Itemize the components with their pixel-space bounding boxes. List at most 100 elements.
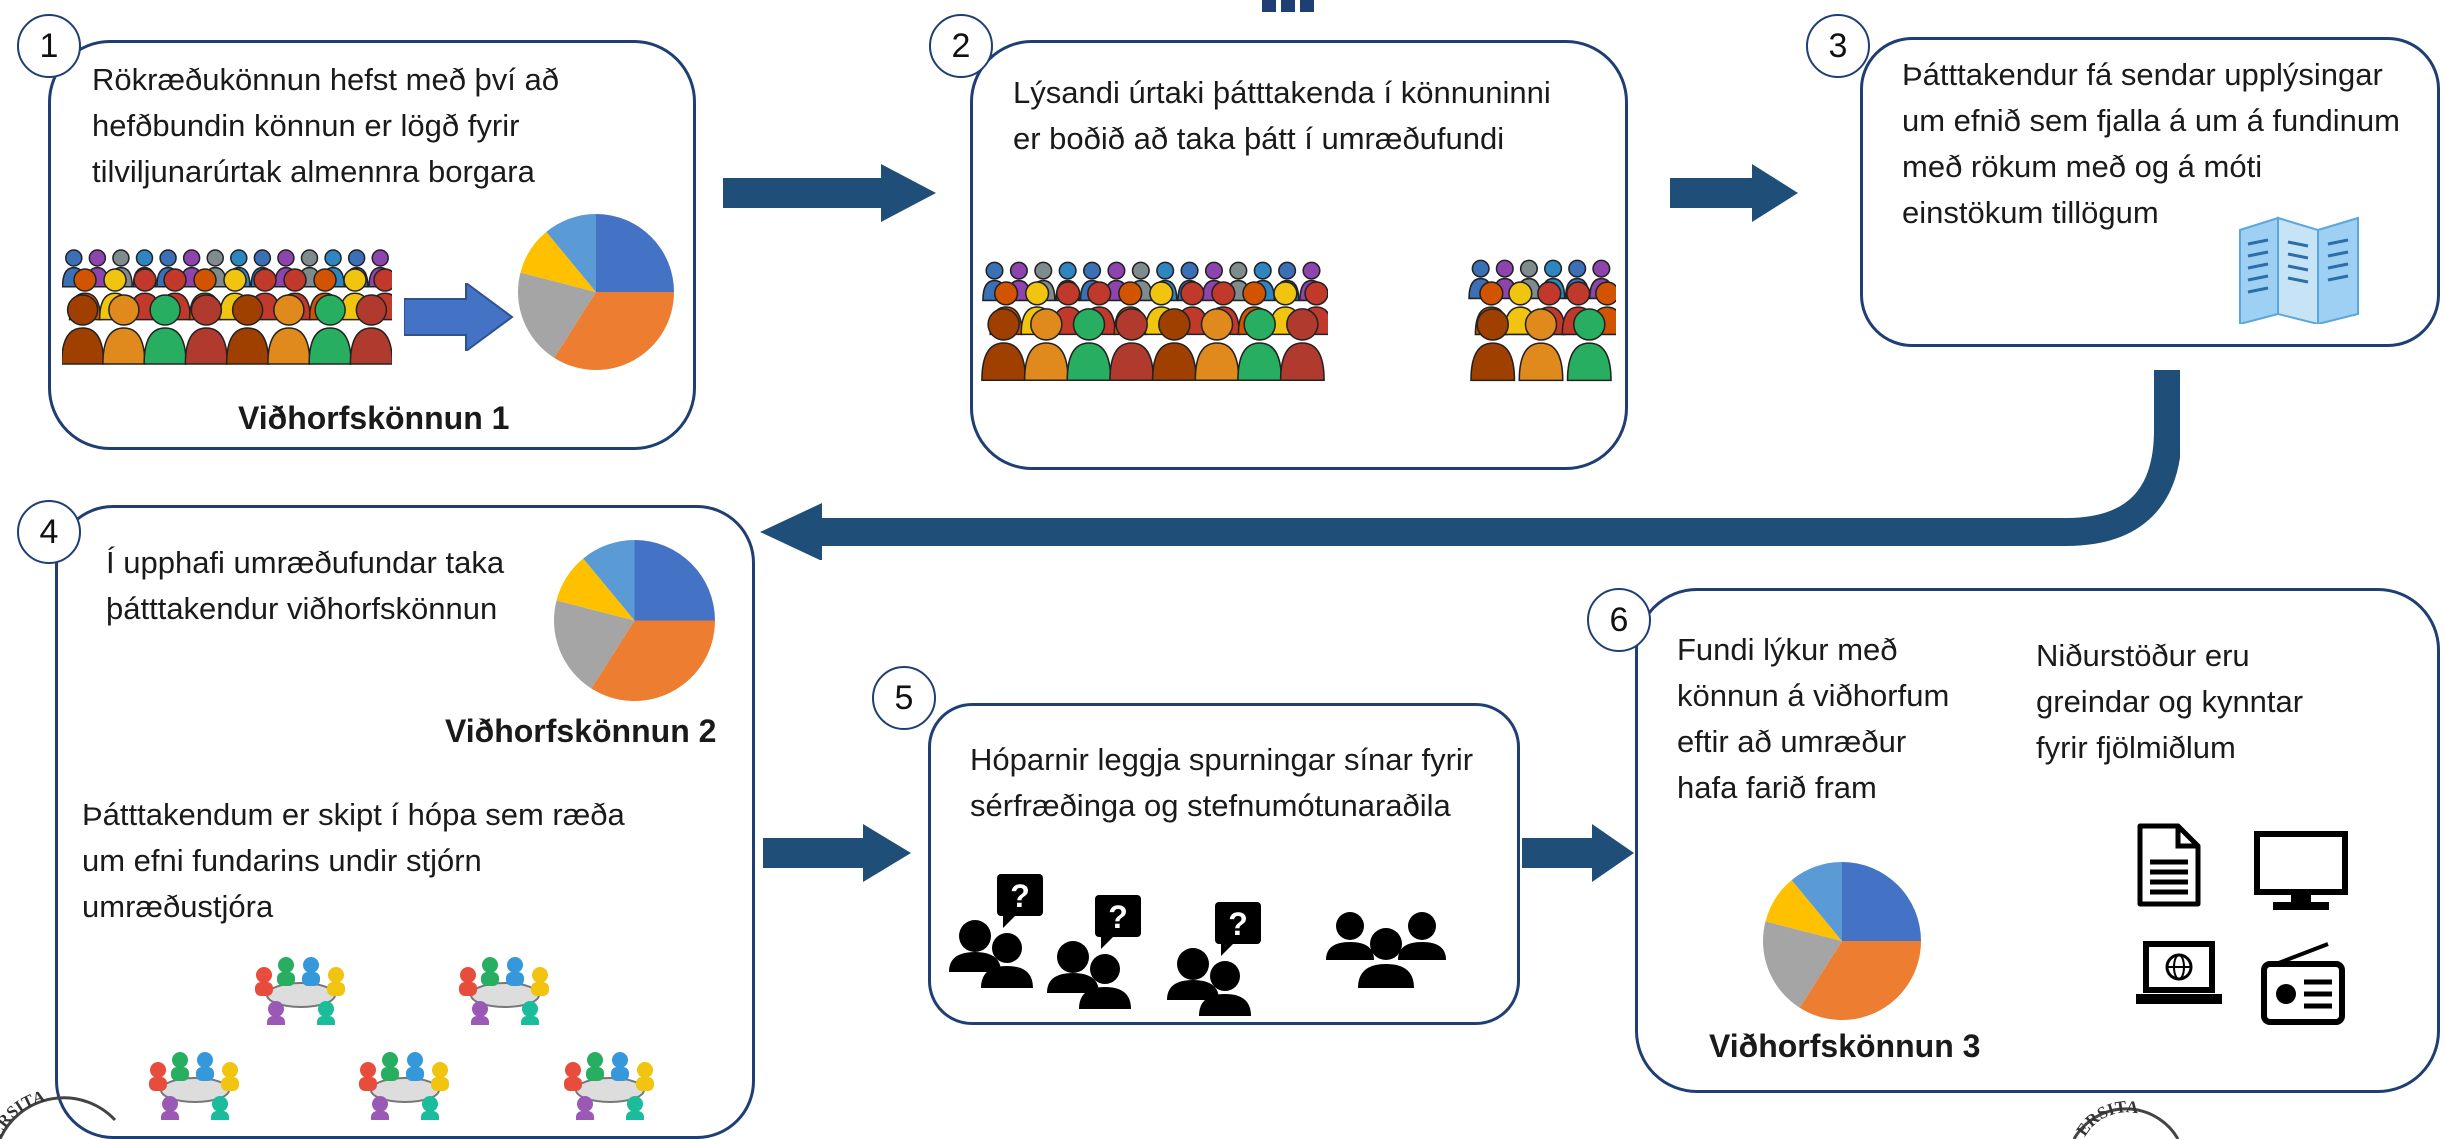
person-head [985,261,1004,280]
question-group-icon: ? [949,874,1043,988]
step-3-number: 3 [1806,14,1870,78]
step-6-number: 6 [1587,588,1651,652]
person-body [406,1067,424,1081]
person-head [1211,281,1236,306]
person-head [1524,308,1558,341]
person-head [212,1096,228,1112]
person-head [159,249,177,267]
person-body [421,1111,439,1120]
person-head [382,1052,398,1068]
person-head [1034,261,1053,280]
person-head [197,1052,213,1068]
person-head [1242,281,1267,306]
person-head [627,1096,643,1112]
pie-slice [554,292,674,370]
person-head [577,1096,593,1112]
person-head [162,1096,178,1112]
question-group-icon: ? [1047,895,1141,1009]
meeting-group-icon [359,1052,449,1120]
person-body [506,972,524,986]
person-head [1566,281,1591,306]
person-head [193,268,217,292]
step-1-number: 1 [17,14,81,78]
person-head [103,268,127,292]
person-body [255,982,273,996]
person-body [381,1067,399,1081]
person-head [182,249,201,267]
person-body [308,327,352,365]
person-head [163,268,187,292]
person-body [184,327,229,365]
person-head [1537,281,1562,306]
person-head [637,1062,653,1078]
person-head [1479,281,1504,306]
person-head [278,957,294,973]
person-head [532,967,548,983]
person-head [373,268,392,292]
person-body [349,327,392,365]
person-head [1082,261,1102,280]
person-body [521,1016,539,1025]
people-group-icon [1326,912,1446,988]
laptop-icon [2136,941,2222,1004]
person-body [62,327,105,365]
person-head [1595,281,1616,306]
person-body [459,982,477,996]
document-icon [2137,823,2201,907]
person-head [206,249,224,267]
person-body [431,1077,449,1091]
person-head [314,294,346,326]
flow-arrow-4-5 [763,824,911,882]
person-head [268,1001,284,1017]
person-body [1194,342,1240,382]
person-head [149,294,181,326]
crowd-image-large [981,261,1328,382]
person-head [1030,308,1063,341]
person-head [277,249,295,267]
person-body [161,1111,179,1120]
person-head [1131,261,1150,280]
person-body [1151,342,1197,382]
person-head [1302,261,1321,280]
survey-2-label: Viðhorfskönnun 2 [445,713,717,749]
person-body [302,972,320,986]
person-body [225,327,270,365]
person-head [1024,281,1050,306]
brochure-icon [2239,216,2359,324]
person-body [1566,342,1612,382]
person-head [565,1062,581,1078]
person-body [531,982,549,996]
person-body [481,972,499,986]
person-head [993,281,1019,306]
flow-arrow-3-4 [760,370,2180,560]
person-head [300,249,319,267]
person-head [303,957,319,973]
person-head [482,957,498,973]
person-body [317,1016,335,1025]
person-head [150,1062,166,1078]
person-body [277,972,295,986]
person-head [507,957,523,973]
pie-slice [596,214,674,292]
pie-slice [1765,880,1842,941]
pie-chart-3-icon [1763,862,1921,1020]
person-head [73,268,97,292]
person-head [172,1052,188,1068]
person-body [636,1077,654,1091]
person-head [407,1052,423,1068]
person-head [432,1062,448,1078]
person-head [1243,308,1276,341]
meeting-group-icon [255,957,345,1025]
question-group-icon: ? [1167,902,1261,1016]
person-head [1286,308,1319,341]
person-head [343,268,367,292]
person-body [196,1067,214,1081]
person-head [612,1052,628,1068]
person-body [1109,342,1155,382]
person-head [1056,281,1081,306]
person-head [1304,281,1328,306]
person-body [359,1077,377,1091]
question-mark-text: ? [1228,906,1248,942]
